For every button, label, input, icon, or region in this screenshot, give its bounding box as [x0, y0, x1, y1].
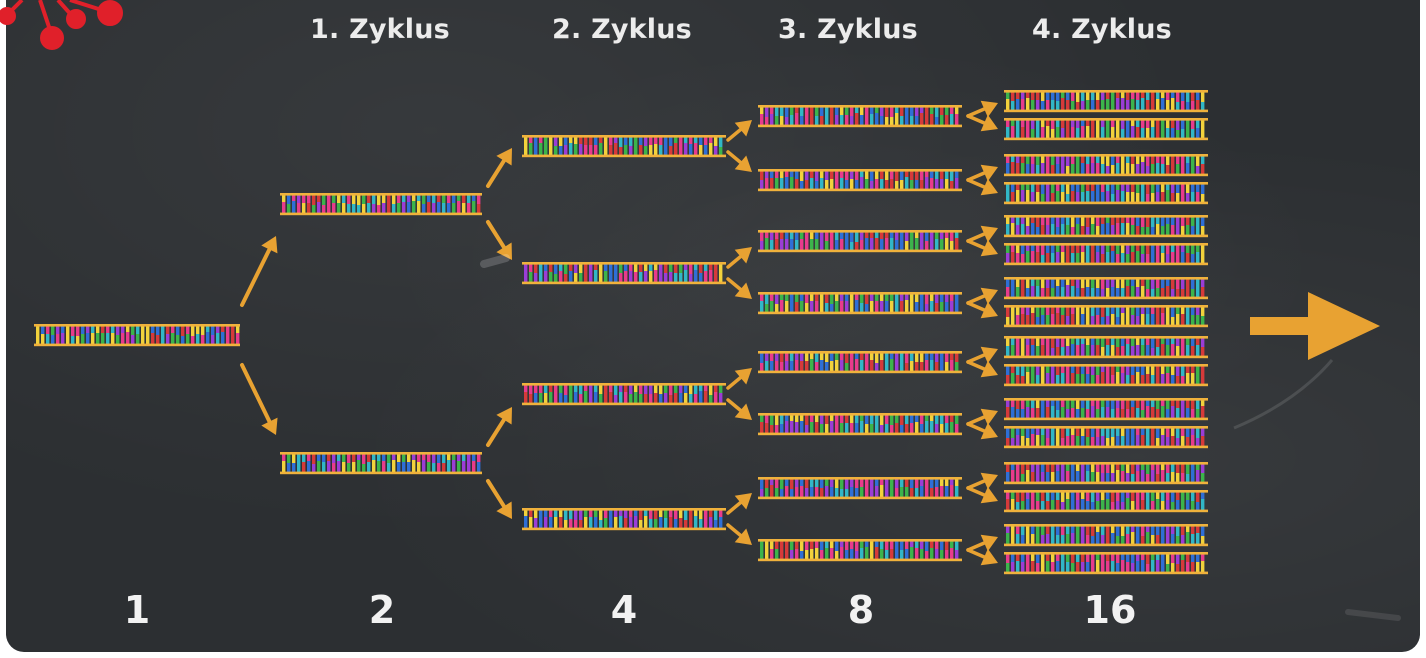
cycle-label-2: 2. Zyklus	[552, 14, 692, 45]
cycle-label-4: 4. Zyklus	[1032, 14, 1172, 45]
split-arrow	[966, 422, 998, 440]
count-label-cycle-1: 2	[368, 588, 396, 632]
dna-strand-cycle-3	[758, 539, 962, 562]
dna-strand-cycle-3	[758, 351, 962, 374]
dna-strand-cycle-4	[1004, 215, 1208, 238]
dna-strand-cycle-1	[280, 193, 482, 216]
count-label-cycle-4: 16	[1083, 588, 1137, 632]
dna-strand-cycle-4	[1004, 336, 1208, 359]
split-arrow	[966, 346, 998, 364]
split-arrow	[966, 486, 998, 504]
dna-strand-cycle-4	[1004, 305, 1208, 328]
dna-strand-cycle-2	[522, 383, 726, 406]
split-arrow	[726, 368, 752, 390]
dna-strand-cycle-4	[1004, 462, 1208, 485]
split-arrow	[726, 150, 752, 172]
split-arrow	[240, 363, 278, 435]
dna-strand-cycle-3	[758, 477, 962, 500]
split-arrow	[966, 100, 998, 118]
split-arrow	[966, 114, 998, 132]
cycle-label-1: 1. Zyklus	[310, 14, 450, 45]
count-label-cycle-2: 4	[610, 588, 638, 632]
count-label-start: 1	[123, 588, 151, 632]
split-arrow	[966, 225, 998, 243]
split-arrow	[486, 220, 512, 260]
split-arrow	[726, 398, 752, 420]
dna-strand-cycle-4	[1004, 90, 1208, 113]
chalkboard-diagram: 1. Zyklus 2. Zyklus 3. Zyklus 4. Zyklus …	[6, 0, 1420, 652]
split-arrow	[726, 277, 752, 299]
dna-strand-cycle-3	[758, 230, 962, 253]
split-arrow	[726, 523, 752, 545]
dna-strand-cycle-3	[758, 292, 962, 315]
split-arrow	[966, 360, 998, 378]
split-arrow	[966, 287, 998, 305]
dna-strand-cycle-4	[1004, 552, 1208, 575]
dna-strand-cycle-3	[758, 169, 962, 192]
dna-strand-cycle-4	[1004, 243, 1208, 266]
split-arrow	[240, 236, 278, 307]
split-arrow	[726, 247, 752, 269]
pcr-amplification-diagram	[34, 90, 1401, 621]
split-arrow	[486, 148, 512, 188]
dna-strand-cycle-2	[522, 135, 726, 158]
split-arrow	[966, 408, 998, 426]
split-arrow	[966, 534, 998, 552]
split-arrow	[966, 164, 998, 182]
dna-strand-cycle-4	[1004, 524, 1208, 547]
dna-strand-cycle-4	[1004, 398, 1208, 421]
split-arrow	[966, 548, 998, 566]
cycle-label-3: 3. Zyklus	[778, 14, 918, 45]
dna-strand-cycle-3	[758, 413, 962, 436]
chalk-smudge	[480, 254, 1401, 621]
split-arrow	[726, 493, 752, 515]
split-arrow	[966, 472, 998, 490]
dna-strand-cycle-4	[1004, 490, 1208, 513]
split-arrow	[486, 479, 512, 519]
split-arrow	[966, 178, 998, 196]
dna-strand-cycle-4	[1004, 364, 1208, 387]
dna-strand-cycle-2	[522, 508, 726, 531]
split-arrow	[966, 301, 998, 319]
dna-strand-cycle-4	[1004, 154, 1208, 177]
split-arrow	[486, 407, 512, 447]
dna-strand-start	[34, 324, 240, 347]
dna-strand-cycle-2	[522, 262, 726, 285]
virus-logo-icon	[0, 0, 123, 50]
dna-strand-cycle-4	[1004, 277, 1208, 300]
dna-strand-cycle-4	[1004, 118, 1208, 141]
count-label-cycle-3: 8	[847, 588, 875, 632]
dna-strand-cycle-4	[1004, 182, 1208, 205]
dna-strand-cycle-3	[758, 105, 962, 128]
continue-arrow	[1250, 292, 1380, 360]
dna-strand-cycle-4	[1004, 426, 1208, 449]
dna-strand-cycle-1	[280, 452, 482, 475]
split-arrow	[966, 239, 998, 257]
split-arrow	[726, 120, 752, 142]
